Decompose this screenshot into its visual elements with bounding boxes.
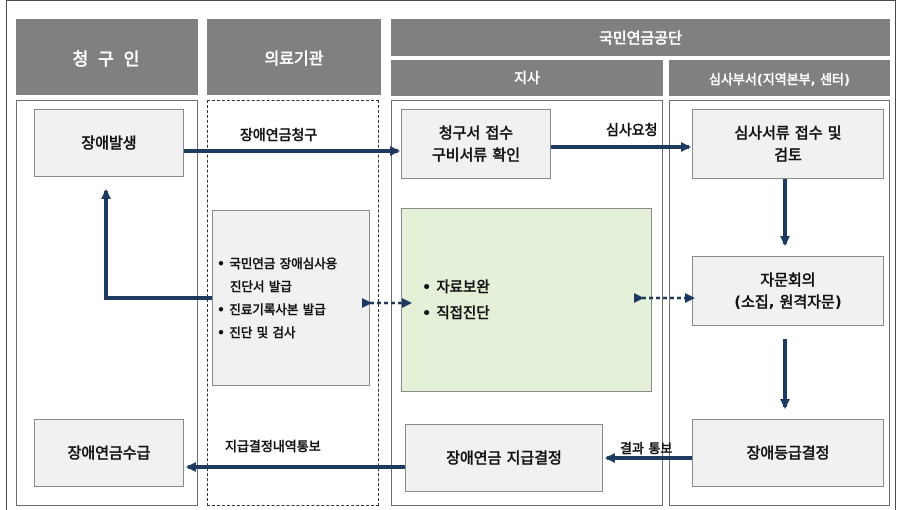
box-payment-decision: 장애연금 지급결정 (405, 424, 603, 492)
label-review-request: 심사요청 (606, 123, 658, 139)
arrow-to-disability-occurs (101, 189, 212, 300)
branch-item: • 직접진단 (422, 306, 490, 322)
label-result-notice: 결과 통보 (620, 442, 673, 457)
box-disability-occurs: 장애발생 (34, 109, 184, 177)
header-medical-institution: 의료기관 (207, 19, 381, 95)
box-grade-decision: 장애등급결정 (692, 419, 884, 487)
header-nps: 국민연금공단 (391, 19, 890, 56)
medical-item: • 진료기록사본 발급 (217, 302, 326, 317)
medical-item: 진단서 발급 (217, 279, 292, 294)
label-payment-notice: 지급결정내역통보 (225, 440, 321, 455)
header-branch: 지사 (391, 60, 663, 96)
box-advisory-meeting: 자문회의 (소집, 원격자문) (692, 256, 884, 326)
medical-item: • 국민연금 장애심사용 (217, 256, 338, 271)
diagram-frame (6, 0, 896, 510)
box-receive-pension: 장애연금수급 (34, 419, 184, 487)
box-medical-services: • 국민연금 장애심사용 진단서 발급 • 진료기록사본 발급 • 진단 및 검… (212, 210, 370, 386)
medical-item: • 진단 및 검사 (217, 325, 296, 340)
label-pension-claim: 장애연금청구 (240, 128, 318, 144)
box-claim-receipt: 청구서 접수 구비서류 확인 (401, 109, 551, 179)
header-claimant: 청 구 인 (16, 19, 198, 95)
header-review-dept: 심사부서(지역본부, 센터) (669, 60, 890, 96)
branch-item: • 자료보완 (422, 280, 490, 296)
box-branch-supplement: • 자료보완 • 직접진단 (401, 208, 652, 392)
box-review-receipt: 심사서류 접수 및 검토 (692, 109, 884, 179)
